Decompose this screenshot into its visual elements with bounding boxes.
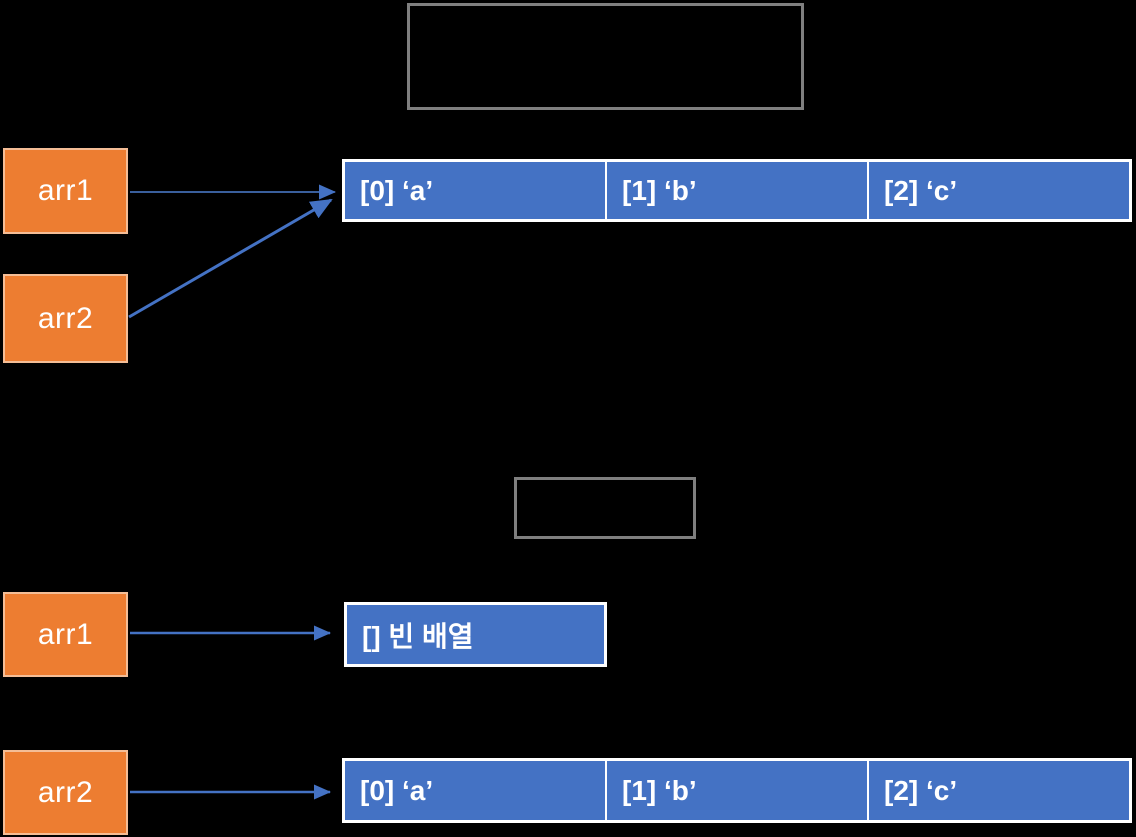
array-bottom-cell-0: [0] ‘a’ [345,761,605,820]
empty-array-box: [] 빈 배열 [344,602,607,667]
array-top-cell-0: [0] ‘a’ [345,162,605,219]
array-bottom-cell-2: [2] ‘c’ [869,761,1129,820]
pointer-arr1-top: arr1 [3,148,128,234]
pointer-arr2-bottom: arr2 [3,750,128,835]
empty-array-cell: [] 빈 배열 [347,605,604,664]
pointer-arr2-top: arr2 [3,274,128,363]
code-box-bottom [514,477,696,539]
array-bottom-cell-1: [1] ‘b’ [607,761,867,820]
array-top-cell-1: [1] ‘b’ [607,162,867,219]
pointer-arr1-bottom: arr1 [3,592,128,677]
array-top: [0] ‘a’ [1] ‘b’ [2] ‘c’ [342,159,1132,222]
code-box-top [407,3,804,110]
array-top-cell-2: [2] ‘c’ [869,162,1129,219]
array-bottom: [0] ‘a’ [1] ‘b’ [2] ‘c’ [342,758,1132,823]
arrow-arr2-top [128,198,333,319]
